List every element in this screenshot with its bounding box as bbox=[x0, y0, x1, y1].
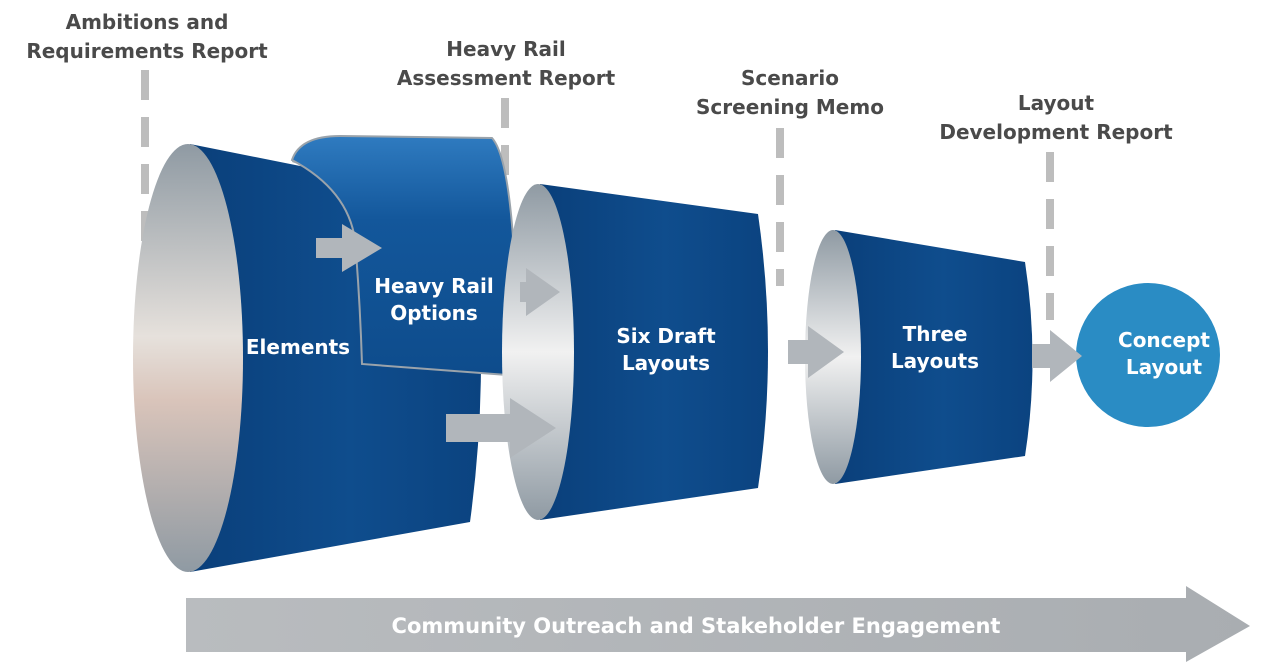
stage-label-three-layouts-line1: Three bbox=[903, 322, 968, 346]
card-front bbox=[290, 134, 522, 378]
report-label-scenario-screening: Scenario Screening Memo bbox=[696, 66, 884, 119]
funnel-six-draft-body bbox=[540, 184, 768, 520]
stage-label-six-draft-line2: Layouts bbox=[622, 351, 710, 375]
funnel-elements bbox=[133, 144, 481, 572]
arrow-six-draft-to-three bbox=[788, 326, 844, 378]
arrow-options-to-six-draft bbox=[520, 268, 560, 316]
report-label-line: Requirements Report bbox=[26, 39, 268, 63]
report-label-line: Heavy Rail bbox=[446, 37, 565, 61]
report-label-line: Ambitions and bbox=[66, 10, 229, 34]
arrow-three-to-concept bbox=[1032, 330, 1082, 382]
engagement-banner: Community Outreach and Stakeholder Engag… bbox=[186, 586, 1250, 662]
report-label-ambitions: Ambitions and Requirements Report bbox=[26, 10, 268, 63]
report-label-heavy-rail-assessment: Heavy Rail Assessment Report bbox=[397, 37, 616, 90]
report-label-line: Screening Memo bbox=[696, 95, 884, 119]
report-label-line: Scenario bbox=[741, 66, 839, 90]
engagement-banner-arrow bbox=[186, 586, 1250, 662]
stage-label-concept-line2: Layout bbox=[1126, 355, 1203, 379]
funnel-six-draft-mouth bbox=[502, 184, 574, 520]
stage-label-three-layouts-line2: Layouts bbox=[891, 349, 979, 373]
funnel-three-body bbox=[835, 230, 1033, 484]
arrow-elements-to-six-draft bbox=[446, 398, 556, 458]
funnel-elements-mouth bbox=[133, 144, 243, 572]
report-label-line: Layout bbox=[1018, 91, 1095, 115]
heavy-rail-options-card bbox=[290, 134, 522, 378]
arrow-elements-to-options bbox=[316, 224, 382, 272]
stage-label-concept-line1: Concept bbox=[1118, 328, 1210, 352]
report-label-layout-development: Layout Development Report bbox=[939, 91, 1173, 144]
stage-label-heavy-rail-options-line2: Options bbox=[390, 301, 478, 325]
stage-label-six-draft-line1: Six Draft bbox=[616, 324, 716, 348]
report-label-line: Development Report bbox=[939, 120, 1173, 144]
concept-layout-circle bbox=[1076, 283, 1220, 427]
engagement-banner-label: Community Outreach and Stakeholder Engag… bbox=[392, 614, 1001, 638]
stage-label-elements: Elements bbox=[246, 335, 350, 359]
report-label-line: Assessment Report bbox=[397, 66, 616, 90]
stage-label-heavy-rail-options-line1: Heavy Rail bbox=[374, 274, 493, 298]
